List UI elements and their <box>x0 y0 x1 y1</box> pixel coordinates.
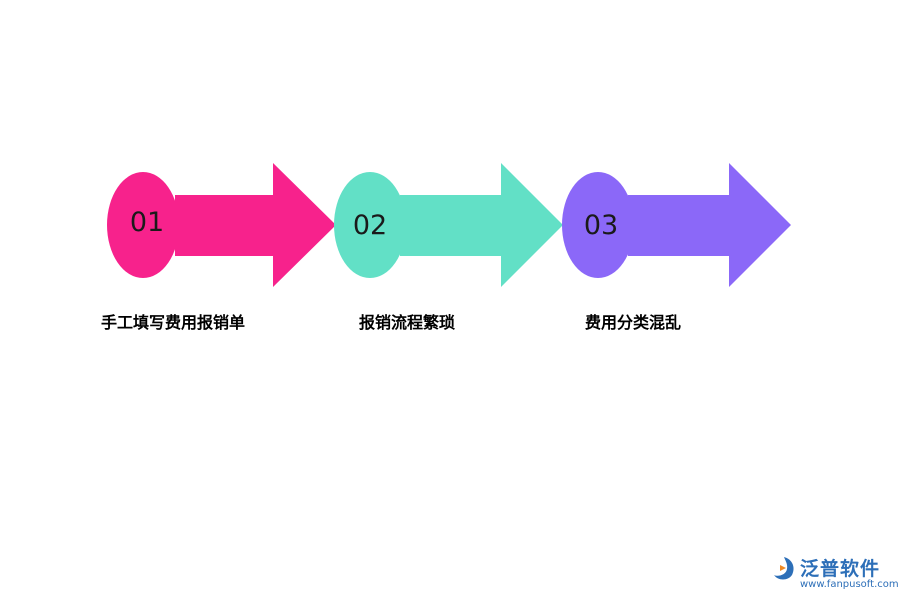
watermark: 泛普软件 www.fanpusoft.com <box>770 552 899 596</box>
step-3-circle <box>562 172 634 278</box>
step-3-arrow: 03 <box>562 163 791 287</box>
step-2-label: 报销流程繁琐 <box>359 313 456 332</box>
step-1-circle <box>107 172 179 278</box>
step-1-label: 手工填写费用报销单 <box>101 313 246 332</box>
step-1-arrow: 01 <box>107 163 336 287</box>
step-2-number: 02 <box>353 210 387 241</box>
step-2-arrow: 02 <box>334 163 563 287</box>
step-2-arrow-body <box>400 163 563 287</box>
step-3-label: 费用分类混乱 <box>585 313 682 332</box>
step-2-circle <box>334 172 406 278</box>
step-3-number: 03 <box>584 210 618 241</box>
step-1-number: 01 <box>130 207 164 238</box>
fanpu-logo-icon <box>774 557 794 580</box>
watermark-url: www.fanpusoft.com <box>800 579 899 590</box>
step-1-arrow-body <box>175 163 336 287</box>
watermark-name: 泛普软件 <box>800 558 881 580</box>
step-3-arrow-body <box>628 163 791 287</box>
